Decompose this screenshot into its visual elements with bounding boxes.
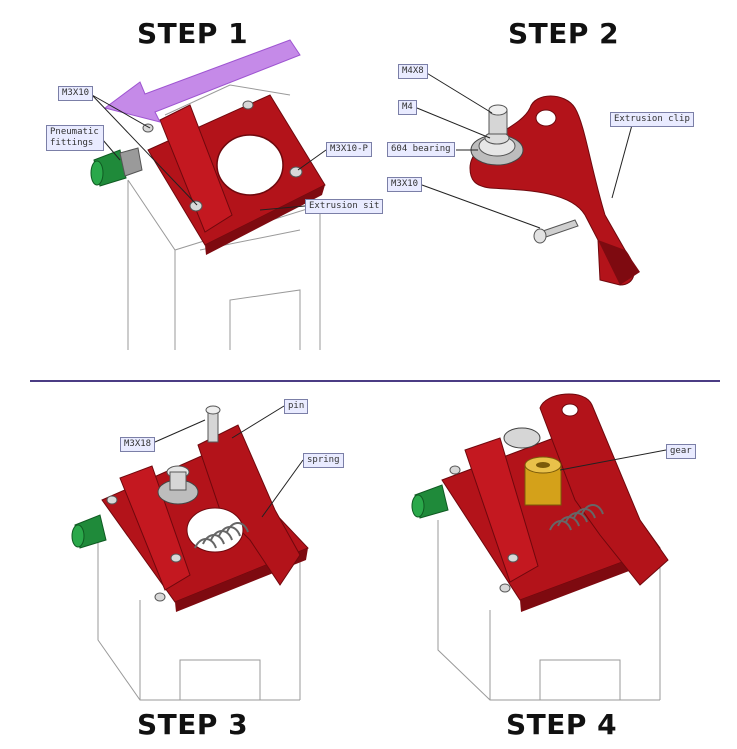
pneumatic-fittings-callout: Pneumatic fittings (46, 125, 104, 151)
section-divider (30, 380, 720, 382)
pneumatic-label-line2: fittings (50, 138, 94, 148)
m3x18-callout: M3X18 (120, 437, 156, 452)
m3x10-step2-callout: M3X10 (387, 177, 423, 192)
extrusion-clip-callout: Extrusion clip (610, 112, 694, 127)
m4-callout: M4 (398, 100, 417, 115)
604-bearing-callout: 604 bearing (387, 142, 455, 157)
spring-callout: spring (303, 453, 344, 468)
m4x8-callout: M4X8 (398, 64, 428, 79)
gear-callout: gear (666, 444, 696, 459)
pin-callout: pin (284, 399, 309, 414)
m3x10-callout: M3X10 (58, 86, 94, 101)
step-1-title: STEP 1 (137, 17, 249, 50)
pneumatic-label-line1: Pneumatic (50, 127, 99, 137)
step-3-title: STEP 3 (137, 708, 249, 741)
step-4-title: STEP 4 (506, 708, 618, 741)
extrusion-sit-callout: Extrusion sit (305, 199, 384, 214)
m3x10p-callout: M3X10-P (326, 142, 372, 157)
step-2-title: STEP 2 (508, 17, 620, 50)
